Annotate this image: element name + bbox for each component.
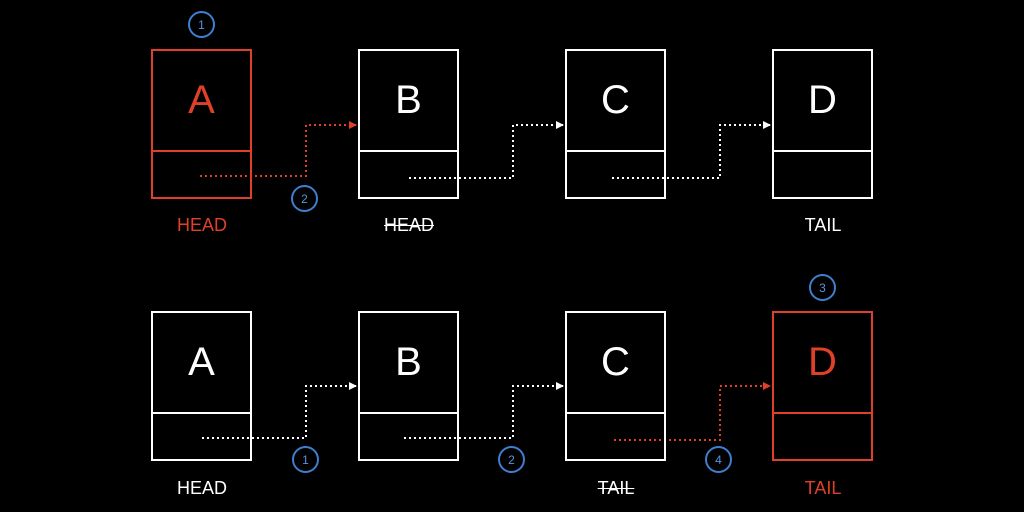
- node-value: C: [601, 78, 630, 122]
- node-c: C: [565, 49, 666, 199]
- pointer-arrow-c-to-d: [612, 121, 771, 179]
- node-value: A: [188, 340, 215, 384]
- node-b: B: [358, 49, 459, 199]
- pointer-arrow-c-to-d-bottom: [614, 382, 771, 441]
- next-pointer-field: [774, 412, 871, 414]
- pointer-arrow-b-to-c-bottom: [404, 382, 564, 439]
- tail-label: TAIL: [804, 478, 842, 498]
- node-b: B: [358, 311, 459, 461]
- node-value: D: [808, 340, 837, 384]
- head-label: HEAD: [176, 478, 227, 498]
- step-badge: 3: [809, 274, 836, 301]
- step-badge: 1: [292, 446, 319, 473]
- node-d: D: [772, 311, 873, 461]
- next-pointer-field: [567, 150, 664, 152]
- pointer-arrow-a-to-b: [200, 121, 357, 177]
- node-value: A: [188, 78, 215, 122]
- node-a: A: [151, 49, 252, 199]
- next-pointer-field: [153, 412, 250, 414]
- old-head-label: HEAD: [383, 215, 434, 235]
- node-value: C: [601, 340, 630, 384]
- step-badge: 1: [188, 11, 215, 38]
- old-tail-label: TAIL: [597, 478, 635, 498]
- node-a: A: [151, 311, 252, 461]
- pointer-arrow-b-to-c: [409, 121, 564, 179]
- tail-label: TAIL: [804, 215, 842, 235]
- step-badge: 4: [705, 446, 732, 473]
- node-d: D: [772, 49, 873, 199]
- next-pointer-field: [567, 412, 664, 414]
- node-c: C: [565, 311, 666, 461]
- next-pointer-field: [360, 150, 457, 152]
- next-pointer-field: [360, 412, 457, 414]
- node-value: B: [395, 78, 422, 122]
- head-label: HEAD: [176, 215, 227, 235]
- step-badge: 2: [498, 446, 525, 473]
- next-pointer-field: [774, 150, 871, 152]
- next-pointer-field: [153, 150, 250, 152]
- node-value: B: [395, 340, 422, 384]
- step-badge: 2: [291, 185, 318, 212]
- pointer-arrow-a-to-b-bottom: [202, 382, 357, 439]
- node-value: D: [808, 78, 837, 122]
